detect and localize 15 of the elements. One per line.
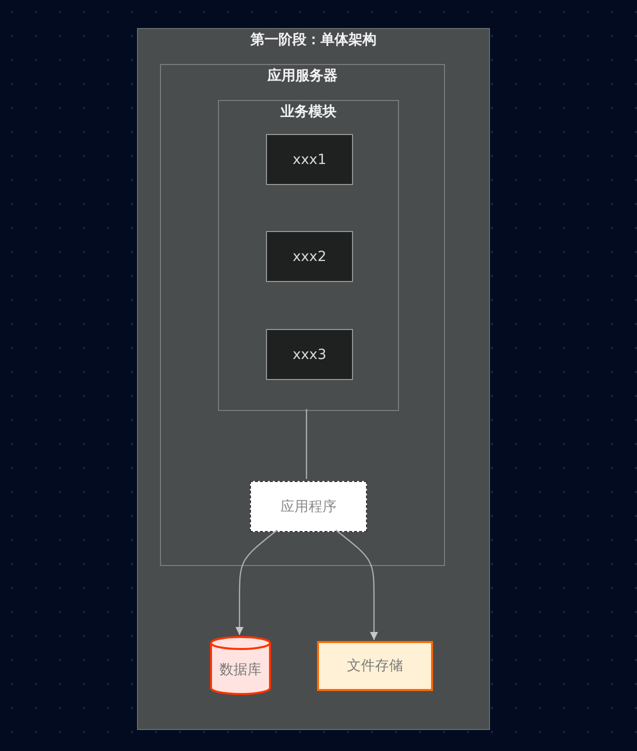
process-box: 应用程序 xyxy=(250,481,367,532)
arrow xyxy=(236,530,278,635)
group-box xyxy=(137,28,490,730)
connector-line xyxy=(306,409,308,479)
module-box: xxx3 xyxy=(266,329,353,380)
module-box: xxx2 xyxy=(266,231,353,282)
module-box: xxx1 xyxy=(266,134,353,185)
group-box xyxy=(160,64,445,566)
group-title: 应用服务器 xyxy=(266,67,338,85)
group-title: 第一阶段：单体架构 xyxy=(250,31,378,49)
group-title: 业务模块 xyxy=(280,103,338,121)
arrow xyxy=(335,530,378,640)
database-cylinder: 数据库 xyxy=(210,636,271,695)
storage-box: 文件存储 xyxy=(317,641,433,691)
group-box xyxy=(218,100,399,411)
